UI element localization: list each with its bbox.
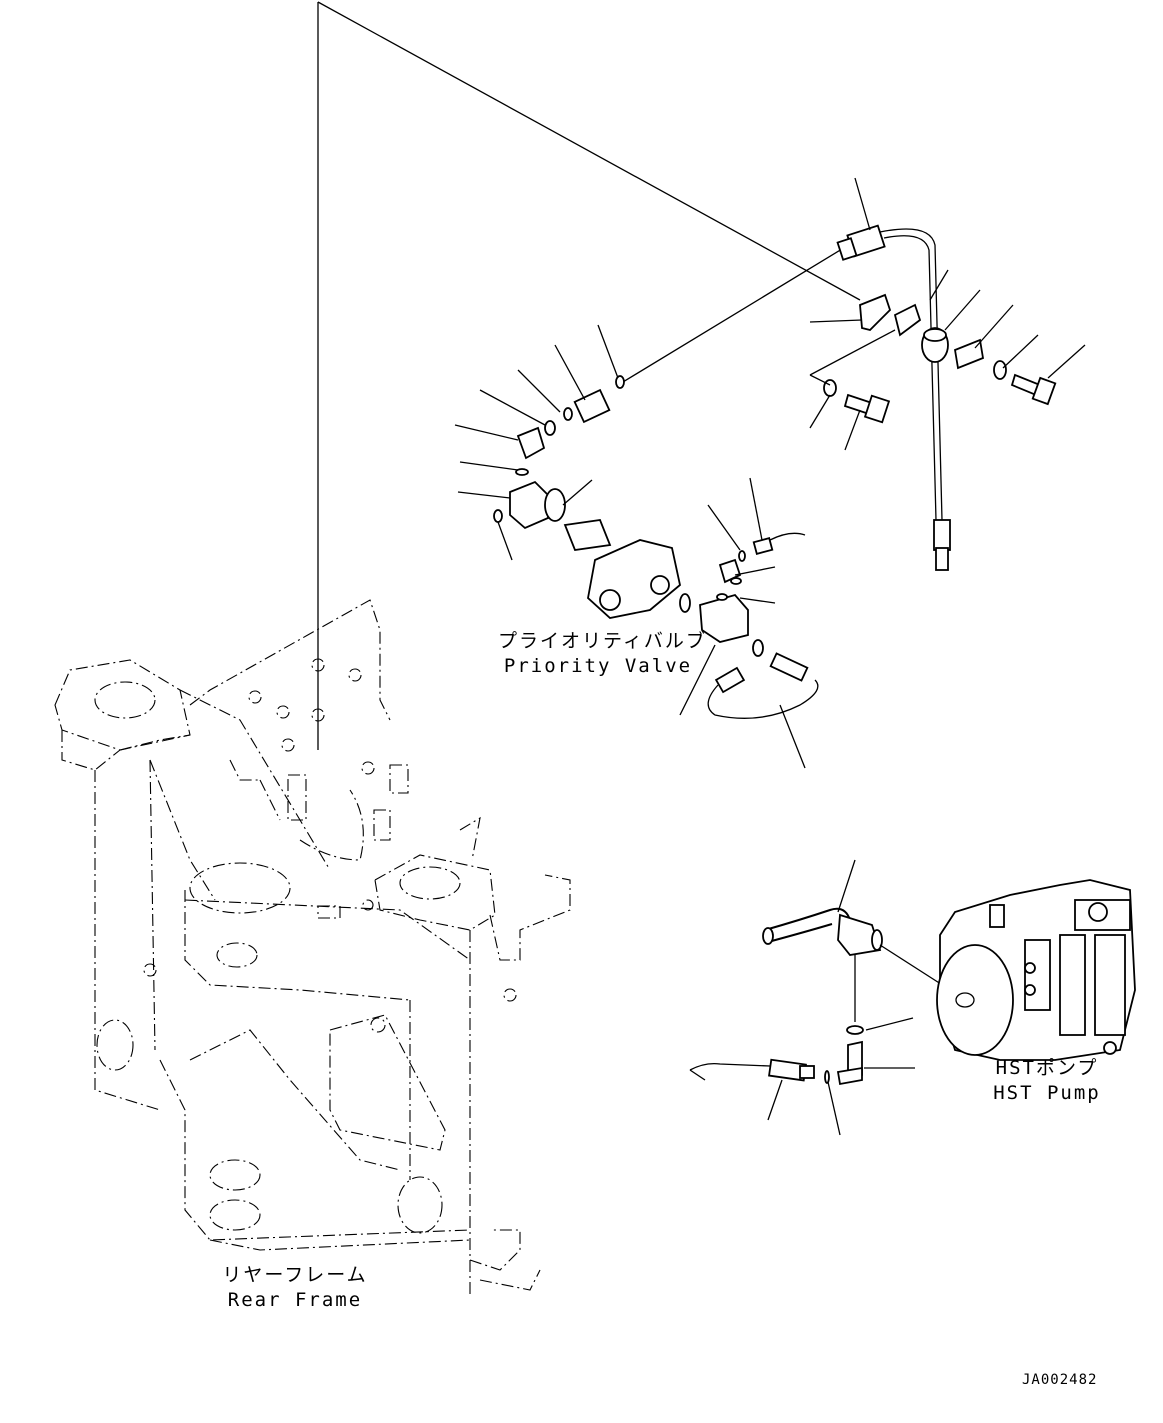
hst-pump-parts	[689, 879, 1136, 1086]
upper-hose-assembly	[809, 224, 1057, 571]
priority-valve-label-jp: プライオリティバルブ	[498, 630, 707, 652]
hst-pump-label-jp: HSTポンプ	[995, 1057, 1099, 1079]
drawing-code: JA002482	[1022, 1372, 1098, 1388]
rear-frame-outline	[54, 599, 571, 1295]
priority-valve-label-en: Priority Valve	[503, 655, 693, 677]
leader-lines-lower	[767, 859, 915, 1136]
leader-lines-upper	[454, 177, 1086, 769]
hst-pump-label-en: HST Pump	[993, 1082, 1101, 1104]
rear-frame-label-en: Rear Frame	[227, 1289, 363, 1311]
priority-valve-parts	[493, 375, 819, 719]
reference-lines	[317, 1, 871, 750]
rear-frame-label-jp: リヤーフレーム	[222, 1264, 368, 1286]
